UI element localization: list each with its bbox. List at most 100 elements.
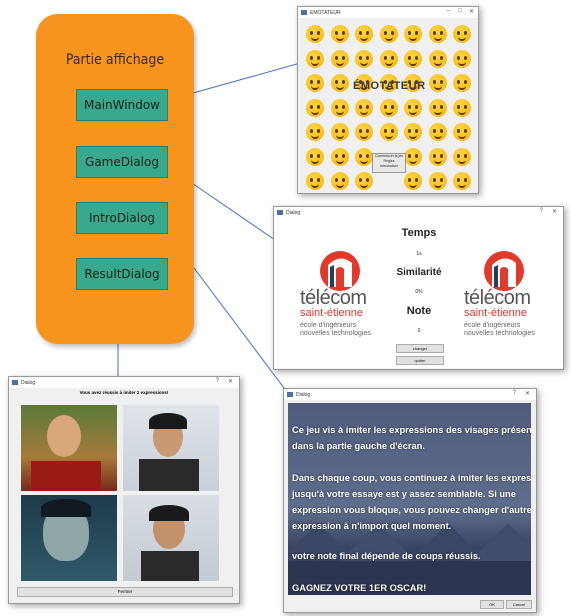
emoji-face-icon — [306, 147, 324, 166]
emoji-face-icon — [404, 123, 422, 141]
mountain-shape — [468, 523, 531, 563]
intro-line-1: Ce jeu vis à imiter les expressions des … — [292, 425, 531, 435]
result-dialog: Dialog ? ✕ Vous avez réussis à imiter 2 … — [8, 376, 240, 604]
intro-dialog: Dialog ? ✕ Ce jeu vis à imiter les expre… — [283, 388, 537, 613]
emoji-face-icon — [453, 74, 471, 92]
resultdialog-box: ResultDialog — [76, 258, 168, 290]
telecom-logo-left: télécom saint-étienne école d'ingénieurs… — [300, 249, 396, 359]
emoji-face-icon — [355, 25, 373, 43]
close-icon[interactable]: ✕ — [524, 391, 530, 397]
emoji-face-icon — [428, 98, 447, 117]
main-window-title: EMOTATEUR — [310, 9, 341, 16]
emoji-face-icon — [428, 49, 447, 68]
result-header: Vous avez réussis à imiter 2 expressions… — [79, 390, 169, 395]
emoji-face-icon — [379, 25, 398, 43]
app-icon — [301, 10, 307, 15]
emoji-face-icon — [453, 98, 471, 117]
app-icon — [277, 210, 283, 215]
intro-dialog-titlebar: Dialog ? ✕ — [284, 389, 536, 400]
help-icon[interactable]: ? — [512, 390, 516, 396]
minimize-icon[interactable]: – — [446, 8, 450, 14]
emoji-face-icon — [355, 74, 373, 92]
emoji-face-icon — [355, 172, 373, 190]
ok-button[interactable]: OK — [480, 600, 504, 609]
app-icon — [287, 392, 293, 397]
logo-tagline-1: école d'ingénieurs — [464, 322, 521, 329]
emoji-face-icon — [330, 25, 349, 43]
introduction-button[interactable]: Introduction — [379, 164, 399, 168]
face-photo-player-2 — [123, 495, 219, 581]
intro-line-6: expression à n'import quel moment. — [292, 521, 452, 531]
emoji-face-icon — [404, 25, 422, 43]
emoji-face-icon — [355, 147, 373, 166]
emoji-face-icon — [428, 25, 447, 43]
emoji-face-icon — [355, 49, 373, 68]
logo-word-telecom: télécom — [300, 287, 367, 309]
logo-word-telecom: télécom — [464, 287, 531, 309]
logo-tagline-2: nouvelles technologies — [464, 330, 535, 337]
face-photo-reference-1 — [21, 405, 117, 491]
logo-tagline-2: nouvelles technologies — [300, 330, 371, 337]
intro-dialog-title: Dialog — [296, 391, 311, 398]
similarite-value: 0% — [415, 289, 423, 295]
game-dialog: Dialog ? ✕ Temps 1s Similarité 0% Note 0… — [273, 206, 564, 370]
emoji-face-icon — [379, 123, 398, 141]
emoji-face-icon — [379, 98, 398, 117]
close-icon[interactable]: ✕ — [227, 379, 233, 385]
note-value: 0 — [417, 328, 421, 334]
help-icon[interactable]: ? — [539, 208, 543, 214]
emoji-face-icon — [379, 74, 398, 92]
emoji-face-icon — [453, 147, 471, 166]
quitter-button[interactable]: quitter — [396, 356, 444, 365]
face-photo-player-1 — [123, 405, 219, 491]
intro-background: Ce jeu vis à imiter les expressions des … — [288, 403, 531, 595]
emoji-face-icon — [404, 147, 422, 166]
emoji-face-icon — [306, 172, 324, 190]
similarite-label: Similarité — [396, 267, 442, 278]
close-icon[interactable]: ✕ — [551, 209, 557, 215]
emotateur-title: ÉMOTATEUR — [353, 80, 426, 92]
logo-word-saint-etienne: saint-étienne — [464, 307, 527, 319]
changer-button[interactable]: changer — [396, 344, 444, 353]
fermer-button[interactable]: Fermer — [17, 587, 233, 597]
face-photo-reference-2 — [21, 495, 117, 581]
emoji-face-icon — [306, 98, 324, 117]
emoji-face-icon — [355, 123, 373, 141]
emoji-face-icon — [428, 123, 447, 141]
start-game-button[interactable]: Commencer le jeu — [374, 154, 404, 158]
telecom-logo-icon — [484, 251, 524, 291]
gamedialog-box: GameDialog — [76, 146, 168, 178]
help-icon[interactable]: ? — [215, 378, 219, 384]
main-window-titlebar: EMOTATEUR – □ ✕ — [298, 7, 478, 18]
panel-title: Partie affichage — [65, 52, 165, 68]
emoji-face-icon — [453, 123, 471, 141]
emoji-face-icon — [404, 172, 422, 190]
logo-tagline: école d'ingénieurs nouvelles technologie… — [464, 322, 535, 338]
app-icon — [12, 380, 18, 385]
emoji-face-icon — [404, 49, 422, 68]
emoji-face-icon — [428, 147, 447, 166]
intro-line-3: Dans chaque coup, vous continuez à imite… — [292, 473, 531, 483]
maximize-icon[interactable]: □ — [458, 8, 462, 14]
game-dialog-body — [274, 218, 563, 368]
introdialog-box: IntroDialog — [76, 202, 168, 234]
result-dialog-title: Dialog — [21, 379, 36, 386]
telecom-logo-icon — [320, 251, 360, 291]
emoji-face-icon — [330, 172, 349, 190]
cancel-button[interactable]: Cancel — [506, 600, 532, 609]
emoji-face-icon — [306, 123, 324, 141]
emoji-face-icon — [453, 172, 471, 190]
menu-buttons[interactable]: Commencer le jeu Règles Introduction — [372, 153, 406, 173]
logo-tagline-1: école d'ingénieurs — [300, 322, 357, 329]
game-dialog-titlebar: Dialog ? ✕ — [274, 207, 563, 218]
emoji-face-icon — [330, 49, 349, 68]
emoji-face-icon — [306, 49, 324, 68]
close-icon[interactable]: ✕ — [468, 9, 474, 15]
mainwindow-box: MainWindow — [76, 89, 168, 121]
rules-button[interactable]: Règles — [383, 159, 395, 163]
logo-tagline: école d'ingénieurs nouvelles technologie… — [300, 322, 371, 338]
intro-line-4: jusqu'à votre essaye est y assez semblab… — [292, 489, 516, 499]
intro-line-5: expression vous bloque, vous pouvez chan… — [292, 505, 531, 515]
emoji-face-icon — [379, 49, 398, 68]
emoji-face-icon — [453, 49, 471, 68]
